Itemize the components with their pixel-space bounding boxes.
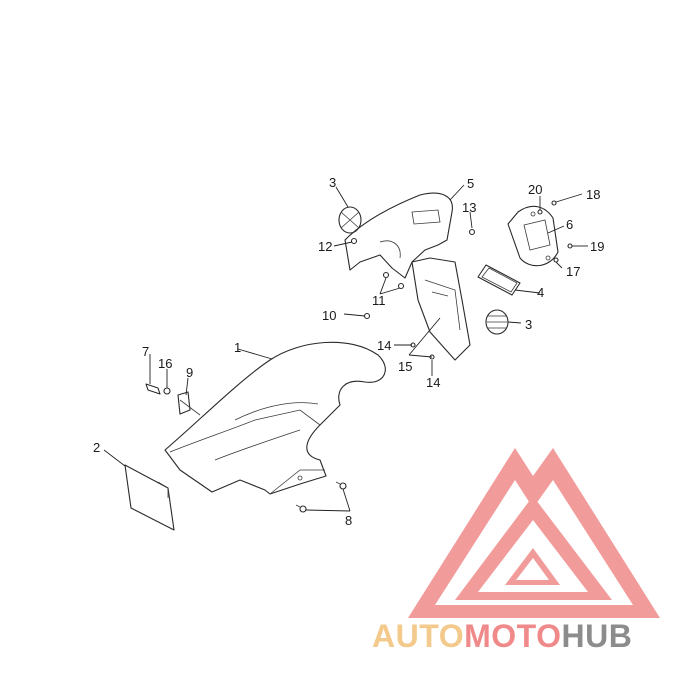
watermark-moto: MOTO	[464, 618, 561, 654]
rear-fender	[164, 341, 386, 495]
callout-20: 20	[528, 182, 542, 197]
callout-13: 13	[462, 200, 476, 215]
callout-12: 12	[318, 239, 332, 254]
watermark-hub: HUB	[561, 618, 632, 654]
callout-5: 5	[467, 176, 474, 191]
plate-panel	[124, 464, 175, 531]
callout-labels: 1 2 3 3 4 5 6 7 8 9 10 11 12 13 14 14 15…	[93, 175, 604, 528]
watermark-logo-mark	[408, 448, 660, 618]
watermark-auto: AUTO	[372, 618, 464, 654]
reflector-upper	[338, 206, 362, 234]
callout-1: 1	[234, 340, 241, 355]
callout-14-right: 14	[426, 375, 440, 390]
callout-19: 19	[590, 239, 604, 254]
callout-4: 4	[537, 285, 544, 300]
callout-3-upper: 3	[329, 175, 336, 190]
callout-17: 17	[566, 264, 580, 279]
gasket	[477, 264, 521, 296]
screws	[295, 481, 347, 513]
reflector-lower	[485, 309, 509, 335]
callout-9: 9	[186, 365, 193, 380]
callout-10: 10	[322, 308, 336, 323]
tail-frame	[344, 192, 471, 361]
callout-8: 8	[345, 513, 352, 528]
callout-18: 18	[586, 187, 600, 202]
watermark-text: AUTOMOTOHUB	[372, 618, 632, 654]
light-plate	[507, 205, 559, 267]
bracket-and-bolt	[145, 383, 201, 416]
callout-6: 6	[566, 217, 573, 232]
callout-16: 16	[158, 356, 172, 371]
callout-7: 7	[142, 344, 149, 359]
small-fasteners	[350, 200, 573, 360]
callout-2: 2	[93, 440, 100, 455]
callout-14-left: 14	[377, 338, 391, 353]
callout-15: 15	[398, 359, 412, 374]
callout-3-lower: 3	[525, 317, 532, 332]
leader-lines	[103, 184, 588, 512]
callout-11: 11	[372, 293, 386, 308]
